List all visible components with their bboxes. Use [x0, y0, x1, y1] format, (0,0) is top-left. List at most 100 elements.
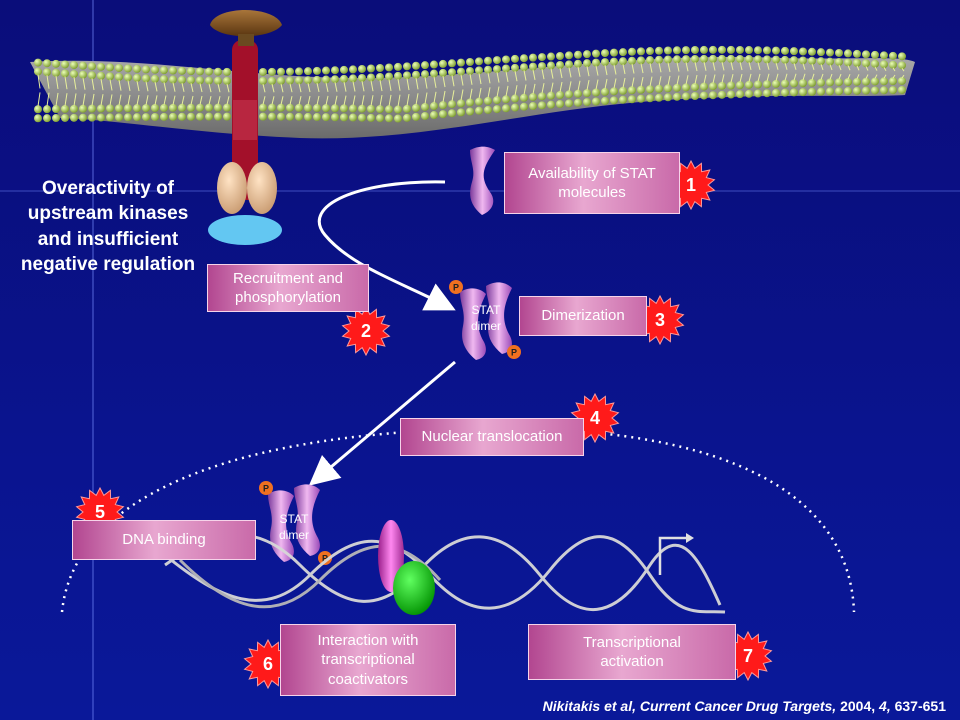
lipid-head [826, 78, 834, 87]
lipid-tail [766, 62, 770, 82]
lipid-head [43, 59, 51, 68]
lipid-head [484, 65, 492, 74]
lipid-head [313, 75, 321, 84]
lipid-head [115, 104, 123, 113]
phospho-group [507, 345, 521, 359]
lipid-head [151, 65, 159, 74]
lipid-head [403, 62, 411, 71]
lipid-head [745, 89, 753, 98]
lipid-head [412, 112, 420, 121]
lipid-head [340, 113, 348, 122]
jak-kinases [208, 162, 282, 245]
lipid-head [772, 88, 780, 97]
lipid-head [187, 103, 195, 112]
lipid-head [664, 93, 672, 102]
lipid-tail [712, 61, 716, 84]
lipid-head [844, 49, 852, 58]
lipid-head [709, 54, 717, 63]
lipid-head [331, 113, 339, 122]
lipid-tail [613, 64, 617, 89]
lipid-head [709, 45, 717, 54]
lipid-head [385, 105, 393, 114]
lipid-head [115, 63, 123, 72]
step-4-number: 4 [589, 407, 600, 428]
lipid-head [529, 93, 537, 102]
lipid-head [808, 87, 816, 96]
lipid-head [70, 70, 78, 79]
lipid-head [835, 48, 843, 57]
lipid-head [871, 86, 879, 95]
lipid-head [799, 88, 807, 97]
lipid-head [313, 113, 321, 122]
lipid-head [538, 92, 546, 101]
lipid-head [133, 104, 141, 113]
lipid-tail [226, 83, 230, 105]
lipid-head [439, 101, 447, 110]
lipid-head [160, 66, 168, 75]
lipid-head [592, 49, 600, 58]
lipid-head [817, 87, 825, 96]
lipid-head [466, 107, 474, 116]
lipid-tail [91, 78, 95, 106]
lipid-tail [388, 79, 392, 107]
lipid-head [862, 59, 870, 68]
lipid-head [133, 64, 141, 73]
lipid-head [97, 62, 105, 71]
lipid-head [70, 113, 78, 122]
lipid-tail [451, 75, 455, 102]
citation-authors: Nikitakis et al, [542, 698, 636, 714]
lipid-head [817, 57, 825, 66]
lipid-head [295, 112, 303, 121]
lipid-head [700, 91, 708, 100]
lipid-head [367, 73, 375, 82]
lipid-head [781, 88, 789, 97]
lipid-tail [370, 80, 374, 106]
lipid-head [637, 94, 645, 103]
lipid-head [97, 71, 105, 80]
lipid-head [493, 65, 501, 74]
lipid-head [466, 98, 474, 107]
lipid-head [790, 88, 798, 97]
lipid-head [79, 61, 87, 70]
lipid-head [574, 89, 582, 98]
lipid-head [124, 64, 132, 73]
lipid-head [520, 63, 528, 72]
lipid-head [277, 76, 285, 85]
lipid-head [340, 74, 348, 83]
step-6-label: Interaction with transcriptional coactiv… [317, 631, 419, 688]
lipid-tail [631, 63, 635, 88]
lipid-head [421, 70, 429, 79]
lipid-head [88, 113, 96, 122]
lipid-tail [829, 64, 833, 80]
lipid-head [790, 56, 798, 65]
lipid-head [61, 113, 69, 122]
lipid-head [115, 72, 123, 81]
lipid-tail [730, 61, 734, 83]
lipid-tail [667, 62, 671, 86]
lipid-head [421, 111, 429, 120]
lipid-head [70, 104, 78, 113]
lipid-head [205, 76, 213, 85]
lipid-tail [289, 83, 293, 105]
lipid-head [43, 105, 51, 114]
lipid-head [358, 64, 366, 73]
lipid-head [142, 113, 150, 122]
lipid-head [736, 54, 744, 63]
lipid-head [547, 91, 555, 100]
lipid-head [322, 75, 330, 84]
lipid-head [196, 103, 204, 112]
lipid-head [205, 67, 213, 76]
lipid-head [844, 87, 852, 96]
lipid-head [844, 78, 852, 87]
lipid-tail [199, 83, 203, 105]
arrow-recruitment [317, 180, 456, 311]
lipid-head [565, 51, 573, 60]
lipid-tail [379, 79, 383, 107]
lipid-head [376, 105, 384, 114]
lipid-head [259, 76, 267, 85]
lipid-head [520, 102, 528, 111]
lipid-tail [487, 72, 491, 98]
lipid-head [268, 76, 276, 85]
lipid-head [853, 86, 861, 95]
lipid-head [808, 47, 816, 56]
